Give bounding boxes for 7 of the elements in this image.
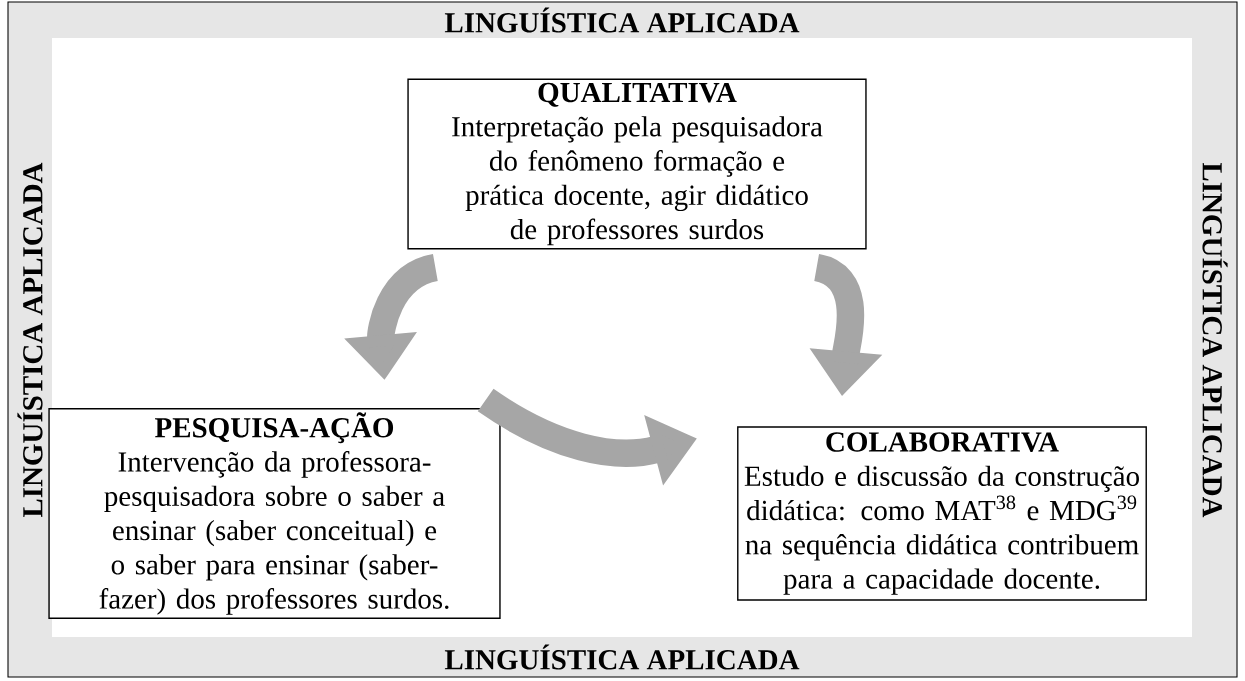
band-label: LINGUÍSTICA APLICADA [1202,162,1228,518]
text-box: COLABORATIVA Estudo e discussão da construção didática: como MAT$^{38}$ e MDG$^{39}$ na sequência didática contribuem para a capacidade docente. [737,426,1147,601]
band-label: LINGUÍSTICA APLICADA [444,644,800,670]
text-box: PESQUISA-AÇÃO Intervenção da professora-pesquisadora sobre o saber a ensinar (saber conceitual) e o saber para ensinar (saber-fazer) dos professores surdos. [48,408,501,619]
band-label: LINGUÍSTICA APLICADA [17,162,43,518]
band-label: LINGUÍSTICA APLICADA [444,7,800,33]
text-box: QUALITATIVA Interpretação pela pesquisadora do fenômeno formação e prática docente, agir didático de professores surdos [407,78,867,250]
